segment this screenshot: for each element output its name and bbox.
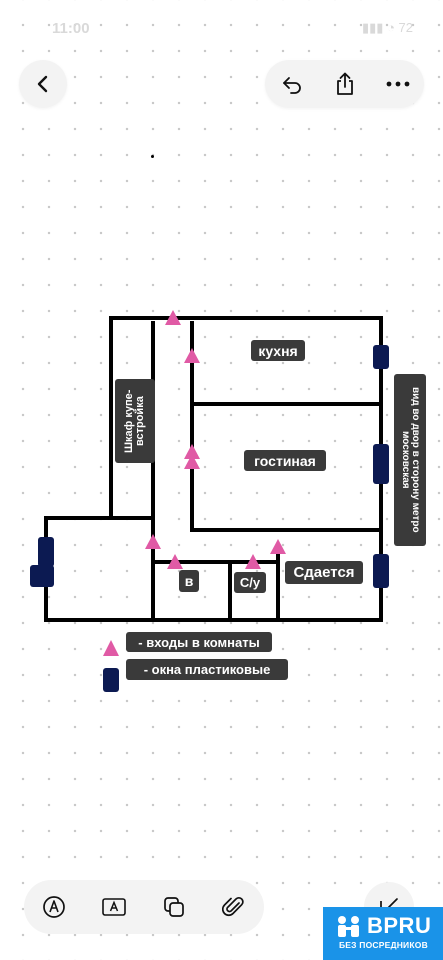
window-kitchen [373,345,389,369]
window-living [373,444,389,484]
room-label-for-rent: Сдается [285,561,363,584]
room-label-kitchen: кухня [251,340,305,361]
attach-button[interactable] [216,889,252,925]
legend-windows-label: - окна пластиковые [126,659,288,680]
shapes-button[interactable] [156,889,192,925]
entrance-corridor [145,534,161,549]
entrance-kitchen [184,348,200,363]
more-icon [386,81,409,87]
bottom-toolbar [24,880,264,934]
text-box-icon [102,898,126,916]
stray-dot [151,155,154,158]
paperclip-icon [222,896,244,917]
brand-name: BPRU [367,913,432,938]
markup-pen-icon [43,896,65,918]
undo-icon [282,77,301,94]
view-direction-label: вид во двор в сторону метро московская [394,374,426,546]
undo-button[interactable] [274,66,310,102]
more-button[interactable] [380,66,416,102]
share-button[interactable] [327,66,363,102]
legend-entrances-label: - входы в комнаты [126,632,272,652]
entrance-vestibule [167,554,183,569]
shapes-icon [164,897,184,917]
people-logo-icon [338,916,359,937]
window-left-2 [30,565,54,587]
legend-entrance-marker [103,640,119,656]
text-box-button[interactable] [96,889,132,925]
status-time: 11:00 [52,20,90,37]
share-icon [336,72,353,95]
entrance-top [165,310,181,325]
windows [30,345,389,588]
entrance-bathroom [245,554,261,569]
legend-window-marker [103,668,119,692]
window-rent [373,554,389,588]
entrance-living-2 [184,454,200,469]
room-label-vestibule: в [179,570,199,592]
brand-watermark: BPRU БЕЗ ПОСРЕДНИКОВ [323,907,443,960]
entrance-rent [270,539,286,554]
status-icons: ▮▮▮ ◔ 72 [362,20,413,35]
top-actions [265,60,424,108]
chevron-left-icon [37,75,48,93]
brand-tagline: БЕЗ ПОСРЕДНИКОВ [339,940,428,950]
markup-button[interactable] [36,889,72,925]
legend-markers [103,640,119,692]
room-label-bathroom: С/у [234,572,266,593]
entrances [145,310,286,569]
closet-label: Шкаф купе- встройка [115,379,155,463]
window-left-1 [38,537,54,567]
back-button[interactable] [19,60,67,108]
entrance-living-1 [184,444,200,459]
status-bar: 11:00 ▮▮▮ ◔ 72 [0,0,443,50]
room-label-living-room: гостиная [244,450,326,471]
